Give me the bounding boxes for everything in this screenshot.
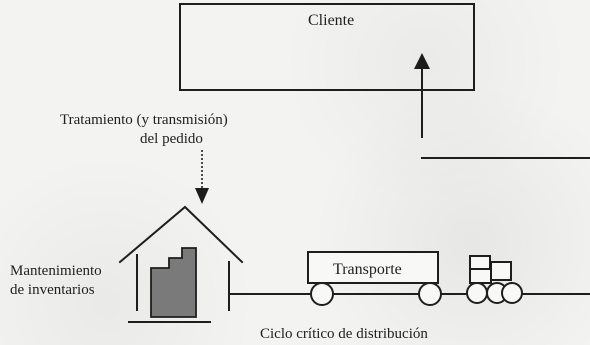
transport-label: Transporte: [333, 261, 402, 278]
distribution-cycle-label: Ciclo crítico de distribución: [260, 326, 428, 342]
client-label: Cliente: [308, 12, 355, 29]
warehouse-roof: [118, 205, 244, 264]
order-processing-label-line-1: Tratamiento (y transmisión): [60, 112, 228, 128]
cargo-box-right: [490, 261, 512, 281]
trailer-wheel-right: [418, 282, 442, 306]
client-box: [179, 3, 475, 91]
transport-trailer: [307, 251, 439, 284]
order-processing-label-line-2: del pedido: [140, 131, 203, 147]
inventory-label-line-1: Mantenimiento: [10, 263, 102, 279]
inventory-label-line-2: de inventarios: [10, 282, 95, 298]
inventory-stack: [150, 247, 197, 318]
trailer-wheel-left: [310, 282, 334, 306]
cab-wheel-3: [501, 282, 523, 304]
delivery-up-arrowhead: [414, 53, 430, 69]
cargo-box-left: [469, 268, 492, 284]
order-flow-arrowhead: [195, 188, 209, 204]
cab-wheel-1: [466, 282, 488, 304]
cargo-box-top: [469, 255, 491, 270]
